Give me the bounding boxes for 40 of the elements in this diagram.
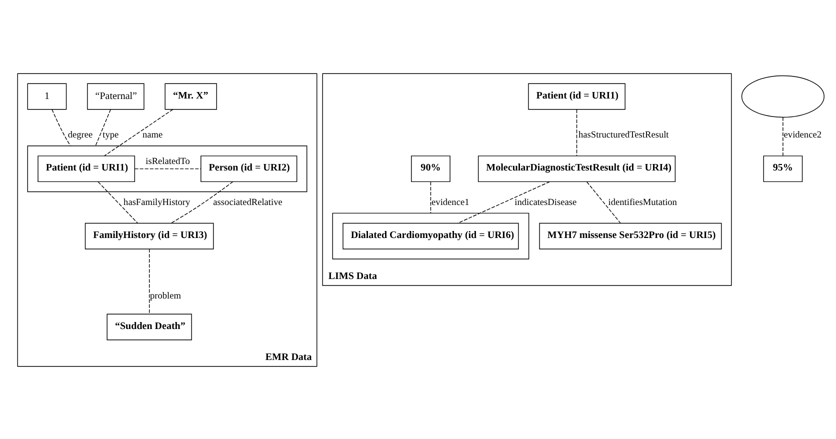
connector: [170, 180, 234, 224]
edge-label: identifiesMutation: [608, 197, 677, 208]
edge-label: isRelatedTo: [146, 156, 190, 167]
edge-label: degree: [68, 130, 93, 140]
cluster: [332, 212, 530, 259]
node-box: Patient (id = URI1): [528, 82, 626, 110]
node-ellipse: [741, 74, 824, 118]
connector: [148, 248, 150, 314]
connector: [430, 181, 432, 214]
edge-label: problem: [150, 291, 181, 302]
connector: [576, 108, 578, 156]
edge-label: indicatesDisease: [514, 197, 577, 208]
node-box: Dialated Cardiomyopathy (id = URI6): [342, 222, 519, 249]
edge-label: evidence2: [784, 130, 822, 140]
node-box: “Paternal”: [87, 82, 144, 110]
node-box: 90%: [411, 155, 450, 182]
node-box: MolecularDiagnosticTestResult (id = URI4): [478, 155, 676, 182]
node-box: “Mr. X”: [164, 82, 217, 110]
connector: [458, 180, 550, 223]
node-box: 1: [27, 82, 67, 110]
edge-label: evidence1: [432, 197, 470, 208]
connector: [586, 181, 621, 223]
connector: [98, 181, 138, 223]
connector: [782, 116, 784, 156]
connector: [52, 108, 71, 146]
edge-label: name: [142, 130, 163, 140]
edge-label: hasStructuredTestResult: [578, 130, 669, 140]
node-box: Person (id = URI2): [200, 155, 298, 182]
node-box: FamilyHistory (id = URI3): [84, 222, 214, 249]
node-box: 95%: [763, 155, 803, 182]
connector: [95, 108, 111, 146]
connector: [104, 108, 174, 156]
node-box: Patient (id = URI1): [38, 155, 136, 182]
node-box: MYH7 missense Ser532Pro (id = URI5): [539, 222, 722, 249]
node-box: “Sudden Death”: [106, 313, 192, 340]
connector: [134, 168, 202, 169]
edge-label: hasFamilyHistory: [124, 197, 190, 208]
edge-label: associatedRelative: [213, 197, 282, 208]
cluster: [27, 145, 308, 192]
edge-label: type: [102, 130, 119, 140]
